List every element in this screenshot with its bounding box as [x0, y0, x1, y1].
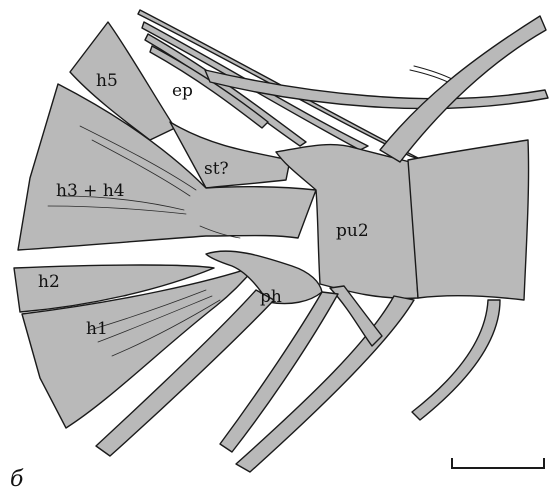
neural-spine-right — [380, 16, 546, 162]
label-h2: h2 — [38, 272, 60, 292]
label-h3-h4: h3 + h4 — [56, 181, 125, 201]
fin-ray-dash — [414, 66, 454, 80]
label-ph: ph — [260, 287, 282, 307]
preural-centrum-3 — [408, 140, 529, 300]
label-h5: h5 — [96, 71, 118, 91]
fin-ray-dash-2 — [410, 70, 452, 84]
label-ep: ep — [172, 81, 193, 101]
scale-bar — [452, 458, 544, 468]
haemal-spine-right — [412, 300, 500, 420]
label-h1: h1 — [86, 319, 108, 339]
panel-letter: б — [10, 467, 24, 492]
label-st: st? — [204, 159, 229, 179]
label-pu2: pu2 — [336, 221, 369, 241]
